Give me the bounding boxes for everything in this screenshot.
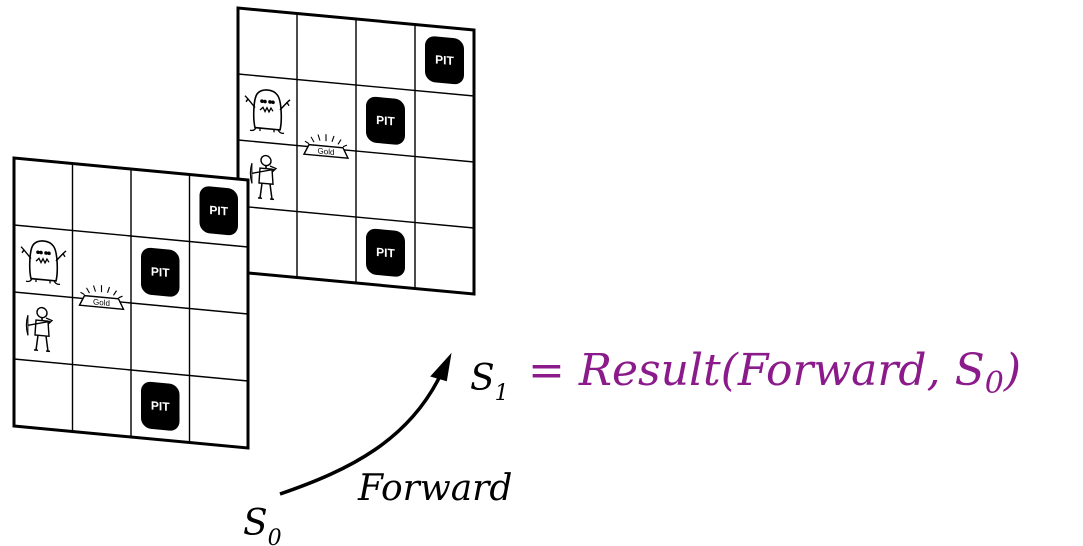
gold-icon: Gold	[78, 282, 125, 310]
s1-label-sub: 1	[495, 381, 509, 406]
pit-label: PIT	[209, 203, 228, 219]
board-s0: PIT PIT PIT Gold	[12, 156, 250, 450]
s0-label-sub: 0	[268, 526, 282, 546]
grid-s0: PIT PIT PIT Gold	[12, 156, 250, 450]
pit-icon: PIT	[199, 186, 238, 236]
pit-icon: PIT	[425, 36, 464, 85]
equation-close: )	[1003, 345, 1021, 396]
gold-label: Gold	[93, 297, 110, 308]
action-label: Forward	[357, 468, 512, 509]
pit-label: PIT	[376, 245, 395, 261]
curved-arrow-icon	[279, 352, 452, 496]
board-s1: PIT PIT PIT Gold	[236, 6, 476, 296]
pit-icon: PIT	[141, 247, 180, 297]
equation-main: = Result(Forward, S	[528, 345, 985, 396]
gold-label: Gold	[318, 146, 335, 157]
pit-icon: PIT	[366, 96, 405, 145]
grid-s1: PIT PIT PIT Gold	[236, 6, 476, 296]
equation-sub: 0	[985, 366, 1004, 401]
grid-line	[14, 358, 248, 382]
result-equation: = Result(Forward, S0)	[528, 345, 1021, 401]
s0-label: S0	[243, 503, 282, 546]
grid-line	[238, 205, 474, 229]
pit-label: PIT	[151, 398, 170, 414]
pit-label: PIT	[435, 52, 454, 68]
s0-label-main: S	[243, 503, 268, 544]
gold-icon: Gold	[303, 131, 349, 159]
s1-label: S1	[470, 358, 509, 406]
pit-label: PIT	[376, 113, 395, 129]
pit-icon: PIT	[366, 228, 405, 277]
pit-icon: PIT	[141, 381, 180, 431]
pit-label: PIT	[151, 264, 170, 280]
grid-line	[14, 291, 248, 315]
s1-label-main: S	[470, 358, 495, 399]
grid-line	[238, 139, 474, 163]
